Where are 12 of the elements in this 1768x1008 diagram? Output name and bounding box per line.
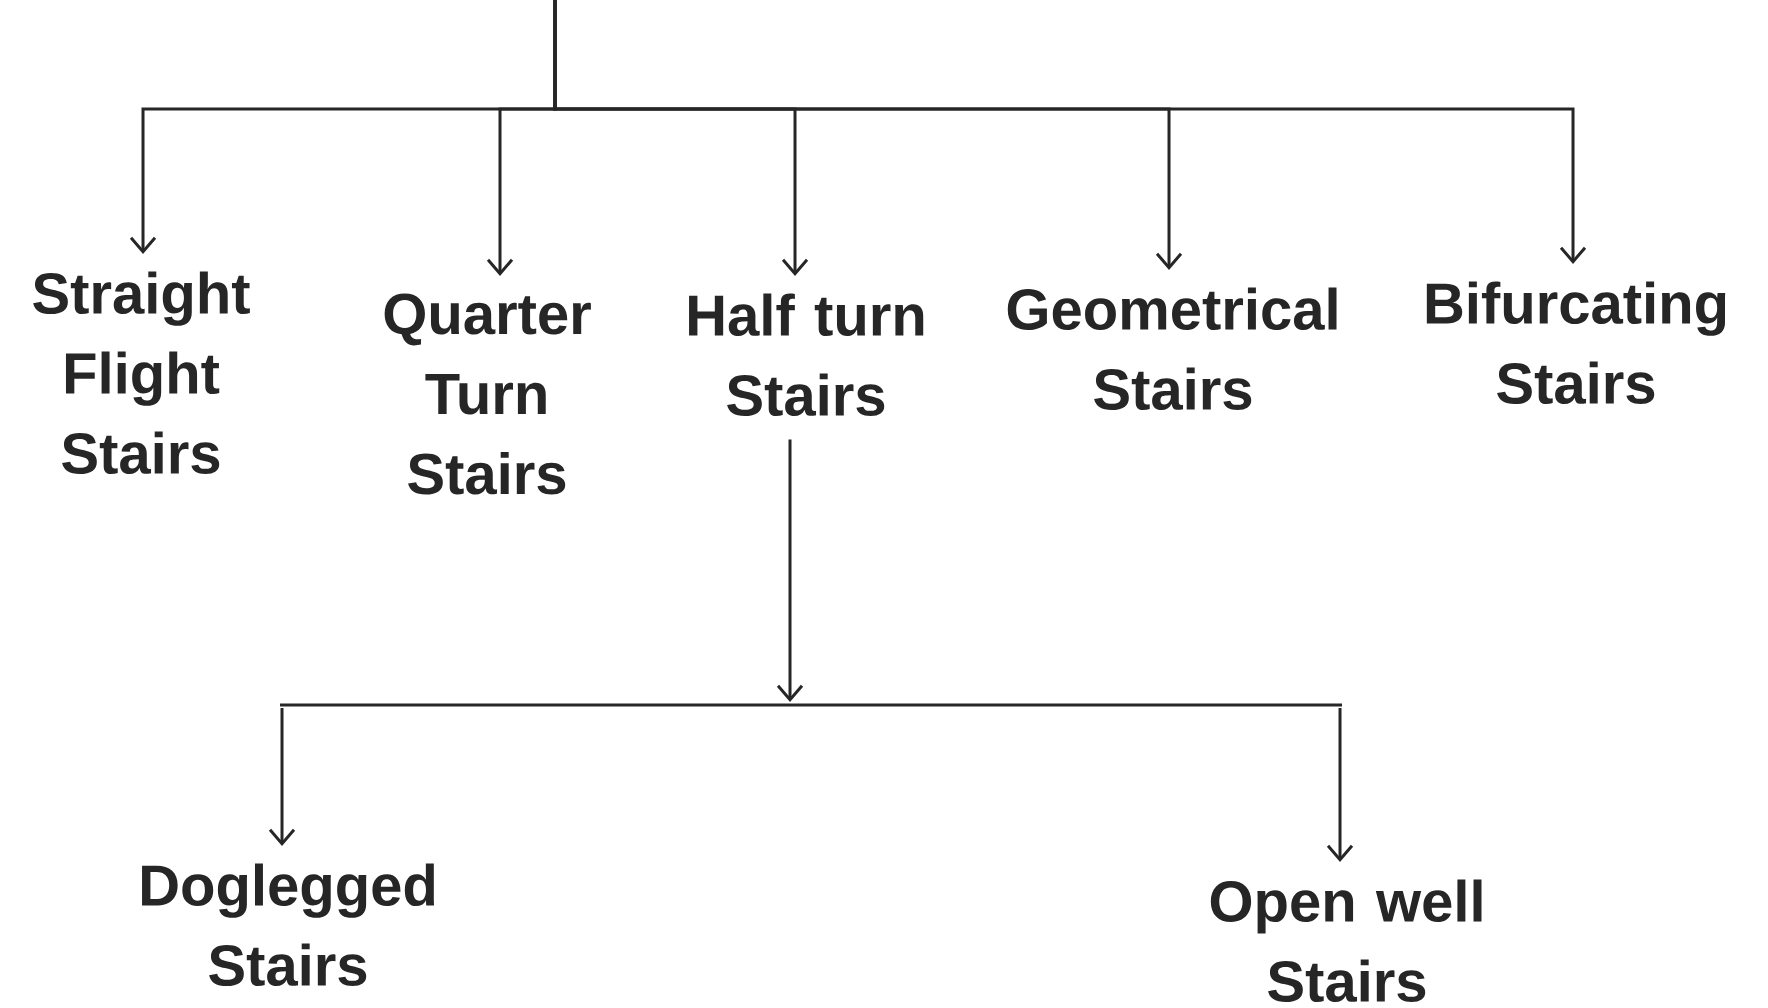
category-label: Geometrical Stairs bbox=[1007, 287, 1337, 411]
category-label: Quarter Turn Stairs bbox=[384, 293, 591, 495]
arrow bbox=[776, 439, 804, 702]
bus-bar bbox=[280, 703, 1342, 707]
arrow bbox=[553, 0, 1587, 264]
category-label: Doglegged Stairs bbox=[142, 863, 435, 987]
category-label: Open well Stairs bbox=[1210, 879, 1482, 1003]
arrow bbox=[268, 708, 296, 846]
category-label: Bifurcating Stairs bbox=[1426, 281, 1726, 405]
category-label: Half turn Stairs bbox=[689, 293, 924, 417]
category-label: Straight Flight Stairs bbox=[33, 271, 250, 475]
arrow bbox=[1326, 708, 1354, 862]
